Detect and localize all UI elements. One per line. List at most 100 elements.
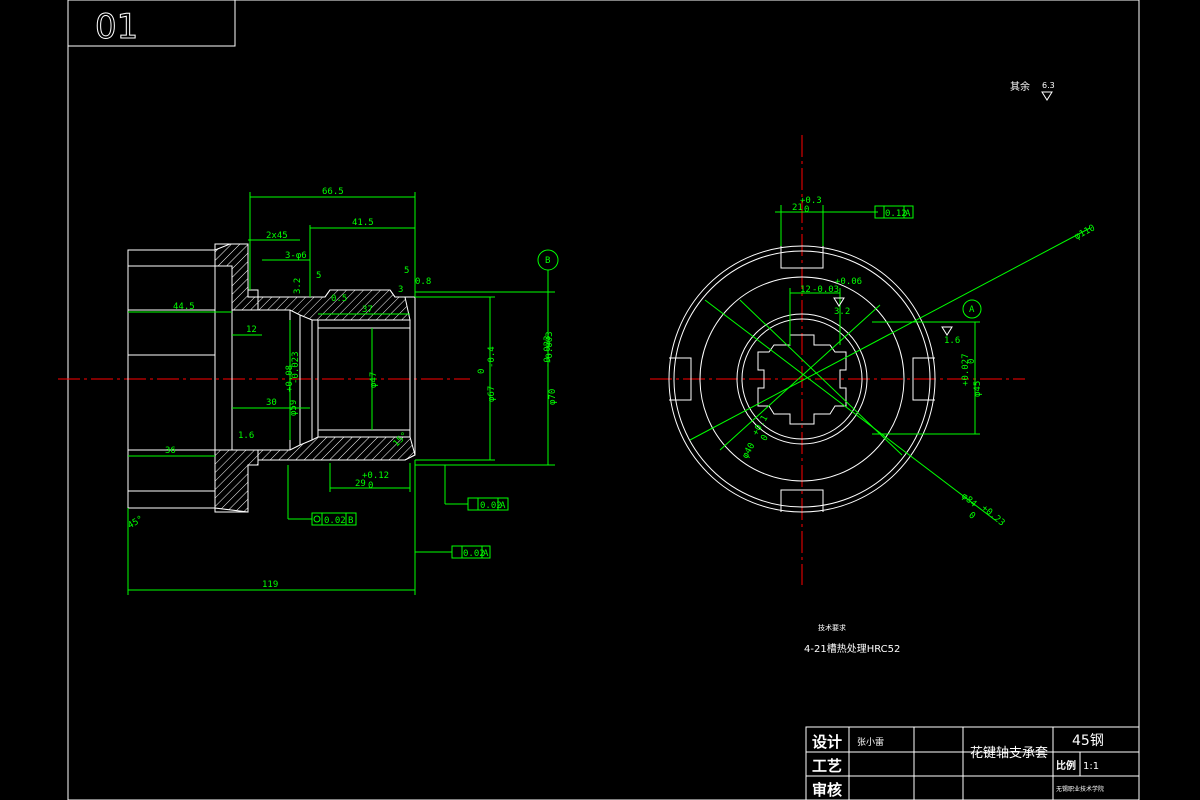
drawing-number-box [67,0,236,47]
tb-org: 无锡职业技术学院 [1056,785,1104,793]
end-rough-1-6: 1.6 [944,336,960,346]
dim-dia-67-tol-up: 0 [477,369,487,374]
end-view: 21 +0.3 0 0.12 A 12 +0.06 -0.03 3.2 1.6 … [650,135,1097,585]
dim-dia-70-tol-up: -0.023 [543,335,553,368]
hatch-lower-flange [214,449,259,513]
dim-dia-70: φ70 [548,389,558,405]
dim-dia-47: φ47 [369,372,379,388]
end-key-width: 12 [800,285,811,295]
dim-holes: 3-φ6 [285,251,307,261]
dim-rough-1-6: 1.6 [238,431,254,441]
tb-review-label: 审核 [812,781,842,799]
roughness-note-value: 6.3 [1042,81,1055,90]
end-key-tol-up: +0.06 [835,277,862,287]
roughness-note-label: 其余 [1010,80,1030,93]
dim-29-tol-lo: 0 [368,481,373,491]
dim-66-5: 66.5 [322,187,344,197]
tb-process-label: 工艺 [812,757,842,775]
tb-part-name: 花键轴支承套 [970,745,1048,761]
title-block: 设计 张小雷 工艺 审核 花键轴支承套 45钢 比例 1:1 无锡职业技术学院 [805,726,1140,800]
dim-36: 36 [165,446,176,456]
dim-dia-59-tol-lo: -0.023 [291,351,301,384]
end-slot-tol-lo: 0 [804,205,809,215]
tol-parallel-value: 0.02 [463,549,485,559]
notes-heading: 技术要求 [818,623,846,632]
end-sym-value: 0.12 [885,209,907,219]
tol-frame-concentric: 0.02 B [287,465,357,526]
slot-top [780,246,824,269]
end-dia-84-tol-lo: 0 [966,511,977,522]
tb-material: 45钢 [1072,733,1104,749]
dim-dia-59-tol-up: +0.08 [285,365,295,392]
inner-circle-2 [741,318,863,440]
dim-29-tol-up: +0.12 [362,471,389,481]
outer-circle-2 [673,250,931,508]
outer-circle [668,245,936,513]
end-dia-84-tol: +0.23 [979,503,1006,528]
datum-b-label: B [545,256,550,266]
tol-concentric-value: 0.02 [324,516,346,526]
end-rough-3-2-icon [833,297,845,307]
dim-3: 3 [398,285,403,295]
inner-circle [736,313,868,445]
dim-12: 12 [246,325,257,335]
dim-30: 30 [266,398,277,408]
spline-profile [757,334,847,425]
mid-circle [699,276,905,482]
dim-dia-70-tol-lo: -0.003 [545,331,555,364]
slot-right [912,357,935,401]
hatch-upper-wall [257,289,411,321]
hatch-lower-wall [257,436,416,461]
end-dia-110: φ110 [1073,223,1097,242]
dim-chamfer: 2x45 [266,231,288,241]
dim-37: 37 [362,305,373,315]
notes-line1: 4-21槽热处理HRC52 [804,642,900,655]
dim-29: 29 [355,479,366,489]
end-slot-tol-up: +0.3 [800,196,822,206]
roughness-symbol-icon [1041,91,1053,101]
drawing-number: 01 [95,7,138,47]
dim-5-right: 5 [404,266,409,276]
end-dia-40: φ40 [741,441,758,460]
dim-chamfer-45: 45° [126,514,145,531]
datum-a-label: A [969,305,975,315]
end-dia-84: φ84 [959,491,978,509]
dim-dia-59: φ59 [289,400,299,416]
end-sym-datum: A [905,209,911,219]
slot-left [669,357,692,401]
dim-3-2: 3.2 [293,278,303,294]
tb-design-label: 设计 [812,733,842,751]
end-dia-45-tol-up: +0.027 [961,353,971,386]
dim-0-5: 0.5 [331,294,347,304]
tb-designer: 张小雷 [857,737,884,748]
dim-41-5: 41.5 [352,218,374,228]
tb-scale-label: 比例 [1056,759,1076,772]
section-view: 66.5 41.5 2x45 3-φ6 5 5 0.5 3 0.8 3.2 37… [58,187,559,595]
tol-runout-datum: A [500,501,506,511]
end-dia-45: φ45 [973,381,983,397]
end-rough-3-2: 3.2 [834,307,850,317]
tol-parallel-datum: A [483,549,489,559]
dim-44-5: 44.5 [173,302,195,312]
tol-runout-value: 0.02 [480,501,502,511]
tb-scale-value: 1:1 [1083,761,1099,772]
tol-frame-parallel: 0.02 A [415,545,491,559]
sheet-border [67,0,1140,800]
dim-119: 119 [262,580,278,590]
end-dia-40-tol-lo: 0 [759,433,770,443]
end-slot-width: 21 [792,203,803,213]
datum-a-bubble [962,299,982,319]
tol-frame-runout: 0.02 A [444,465,509,511]
dim-dia-67-tol-lo: -0.4 [487,346,497,368]
hatch-upper-flange [214,243,259,311]
slot-bottom [780,489,824,512]
tol-concentric-datum: B [348,516,353,526]
end-rough-1-6-icon [941,326,953,336]
dim-dia-67: φ67 [487,386,497,402]
section-dimensions: 66.5 41.5 2x45 3-φ6 5 5 0.5 3 0.8 3.2 37… [126,187,559,595]
end-key-tol-lo: -0.03 [812,285,839,295]
dim-5-left: 5 [316,271,321,281]
dim-0-8: 0.8 [415,277,431,287]
end-dia-45-tol-lo: 0 [967,359,977,364]
